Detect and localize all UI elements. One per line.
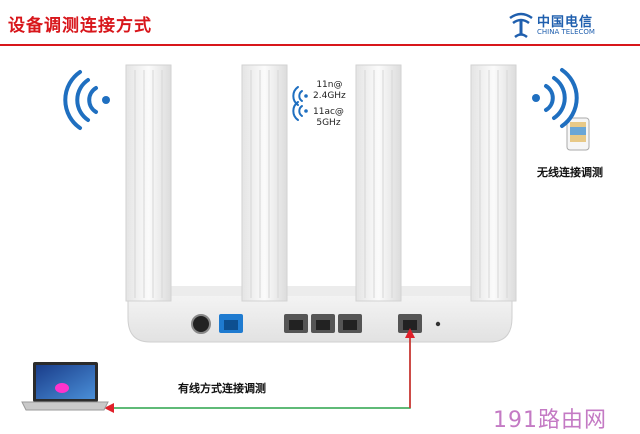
band-5-line1: 11ac@ [313, 107, 344, 118]
band-5-line2: 5GHz [313, 118, 344, 129]
wifi-signal-icon [65, 72, 110, 128]
antenna-2 [242, 65, 287, 301]
band-24-line2: 2.4GHz [313, 91, 346, 102]
wifi-small-icon [293, 102, 307, 120]
antenna-3 [356, 65, 401, 301]
band-24-label: 11n@ 2.4GHz [313, 80, 346, 102]
ethernet-cable [110, 334, 410, 408]
antenna-4 [471, 65, 516, 301]
reset-hole [436, 322, 440, 326]
phone-icon [567, 118, 589, 150]
wireless-label: 无线连接调测 [537, 164, 603, 180]
laptop-icon [22, 362, 108, 410]
wifi-signal-icon [532, 70, 577, 126]
wifi-small-icon [293, 87, 307, 105]
band-5-label: 11ac@ 5GHz [313, 107, 344, 129]
power-button [192, 315, 210, 333]
lan-ports [284, 314, 362, 333]
watermark: 191路由网 [493, 402, 607, 434]
band-24-line1: 11n@ [313, 80, 346, 91]
antenna-1 [126, 65, 171, 301]
wired-label: 有线方式连接调测 [178, 380, 266, 396]
